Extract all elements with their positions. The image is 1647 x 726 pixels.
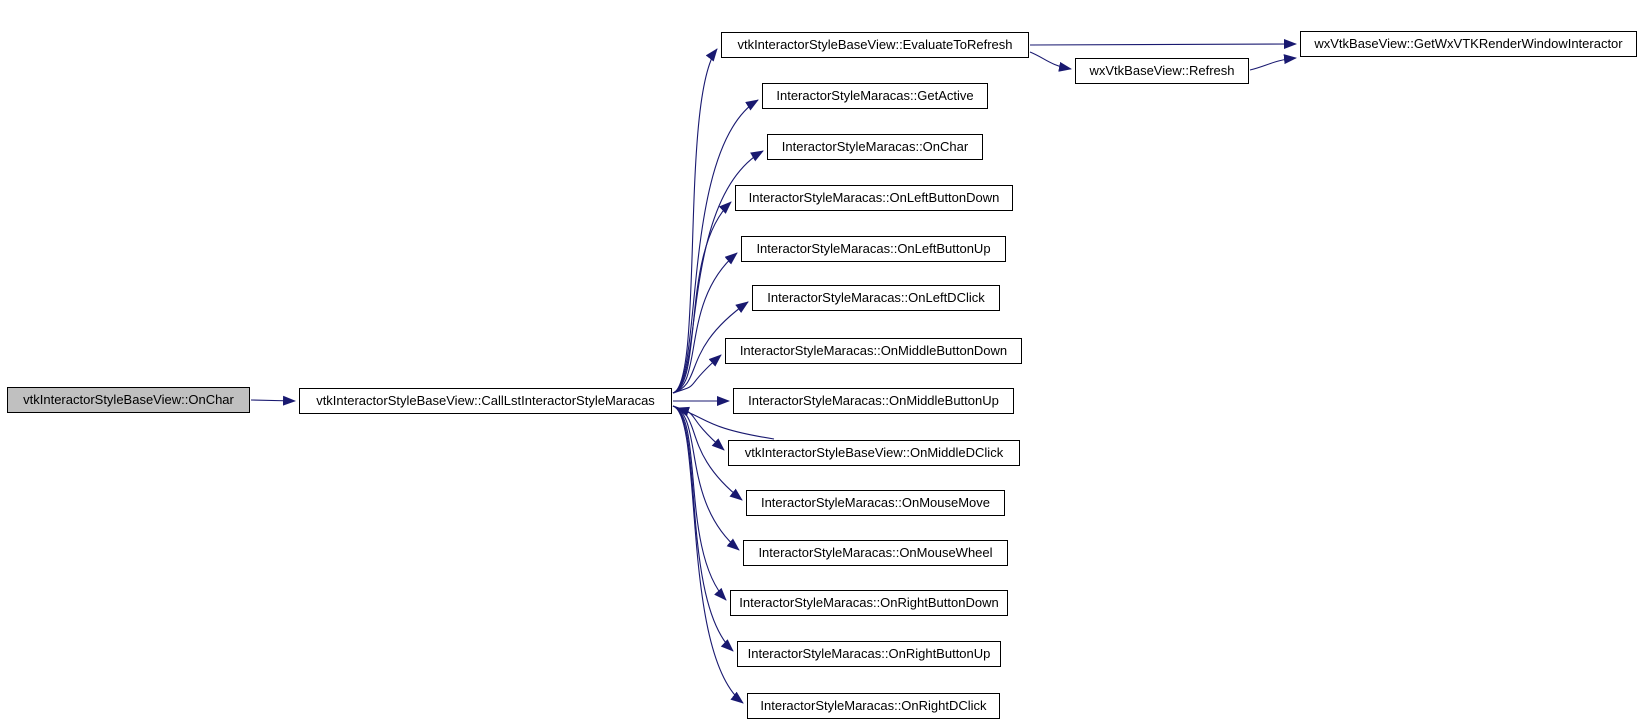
edge-calllst-to-evaluate: [672, 48, 718, 394]
node-onchar[interactable]: InteractorStyleMaracas::OnChar: [767, 134, 983, 160]
node-refresh[interactable]: wxVtkBaseView::Refresh: [1075, 58, 1249, 84]
node-getactive[interactable]: InteractorStyleMaracas::GetActive: [762, 83, 988, 109]
node-onrightdclick[interactable]: InteractorStyleMaracas::OnRightDClick: [747, 693, 1000, 719]
node-onmousewheel[interactable]: InteractorStyleMaracas::OnMouseWheel: [743, 540, 1008, 566]
node-onrightbuttondown[interactable]: InteractorStyleMaracas::OnRightButtonDow…: [730, 590, 1008, 616]
node-onleftbuttondown[interactable]: InteractorStyleMaracas::OnLeftButtonDown: [735, 185, 1013, 211]
node-onchar-root: vtkInteractorStyleBaseView::OnChar: [7, 387, 250, 413]
node-onmiddledclick[interactable]: vtkInteractorStyleBaseView::OnMiddleDCli…: [728, 440, 1020, 466]
node-onrightbuttonup[interactable]: InteractorStyleMaracas::OnRightButtonUp: [737, 641, 1001, 667]
edge-evaluate-to-getwx: [1029, 39, 1297, 50]
edge-calllst-to-onmiddlebuttondown: [672, 354, 722, 394]
edge-calllst-to-onmiddledclick: [672, 405, 725, 451]
node-evaluate[interactable]: vtkInteractorStyleBaseView::EvaluateToRe…: [721, 32, 1029, 58]
edge-onchar-root-to-calllst: [250, 395, 296, 406]
node-onleftdclick[interactable]: InteractorStyleMaracas::OnLeftDClick: [752, 285, 1000, 311]
node-onmiddlebuttondown[interactable]: InteractorStyleMaracas::OnMiddleButtonDo…: [725, 338, 1022, 364]
edge-refresh-to-getwx: [1249, 54, 1297, 71]
edge-calllst-to-onleftbuttonup: [672, 252, 738, 394]
node-onmiddlebuttonup[interactable]: InteractorStyleMaracas::OnMiddleButtonUp: [733, 388, 1014, 414]
edge-calllst-to-onleftbuttondown: [672, 201, 732, 394]
node-onmousemove[interactable]: InteractorStyleMaracas::OnMouseMove: [746, 490, 1005, 516]
edge-evaluate-to-refresh: [1029, 51, 1072, 72]
edge-calllst-to-onrightbuttondown: [672, 405, 727, 601]
node-getwx[interactable]: wxVtkBaseView::GetWxVTKRenderWindowInter…: [1300, 31, 1637, 57]
node-onleftbuttonup[interactable]: InteractorStyleMaracas::OnLeftButtonUp: [741, 236, 1006, 262]
edge-calllst-to-onmousewheel: [672, 405, 740, 551]
node-calllst[interactable]: vtkInteractorStyleBaseView::CallLstInter…: [299, 388, 672, 414]
edge-calllst-to-onrightbuttonup: [672, 405, 734, 652]
